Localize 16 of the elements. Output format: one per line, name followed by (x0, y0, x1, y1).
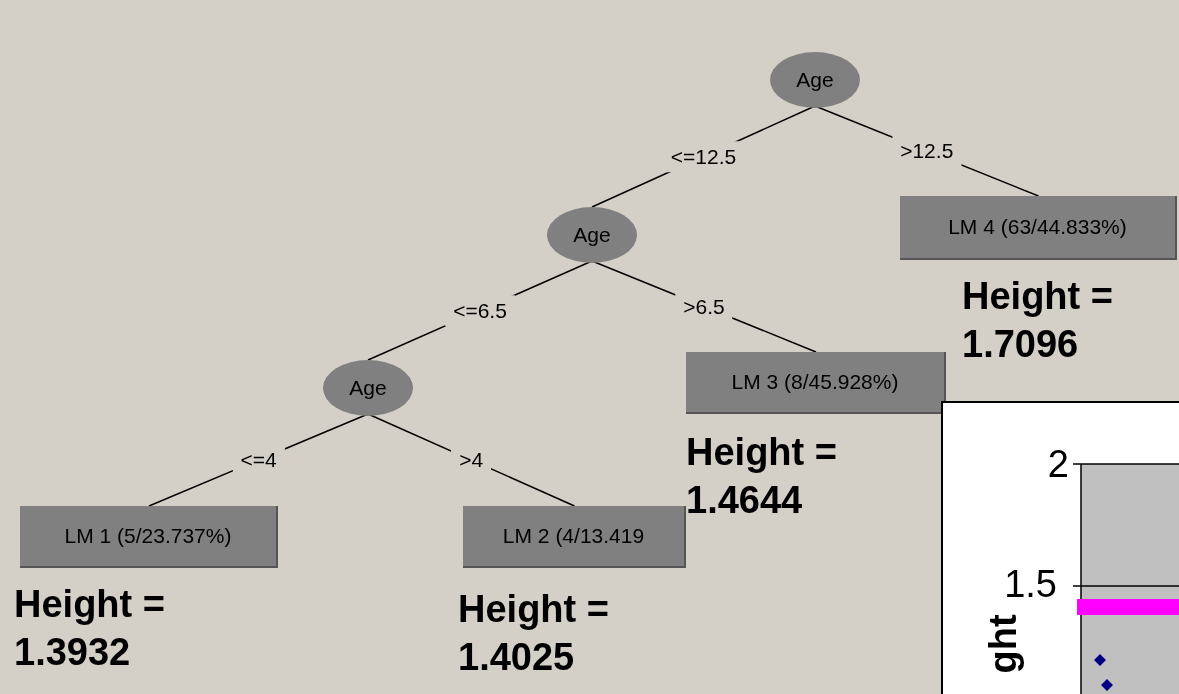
leaf-model-box: LM 3 (8/45.928%) (686, 352, 946, 414)
prediction-text: Height = 1.4025 (458, 587, 610, 680)
prediction-text: Height = 1.7096 (962, 274, 1114, 367)
split-node-ellipse: Age (770, 52, 860, 108)
split-node-ellipse: Age (547, 207, 637, 263)
split-node-ellipse: Age (323, 360, 413, 416)
leaf-model-box: LM 2 (4/13.419 (463, 506, 686, 568)
axis-title: ght (983, 614, 1022, 674)
tick-label: 1.5 (1004, 565, 1057, 603)
edge-label: >12.5 (892, 135, 962, 167)
prediction-text: Height = 1.4644 (686, 430, 838, 523)
leaf-model-box: LM 4 (63/44.833%) (900, 196, 1177, 260)
prediction-text: Height = 1.3932 (14, 582, 166, 675)
leaf-model-box: LM 1 (5/23.737%) (20, 506, 278, 568)
edge-label: <=6.5 (445, 294, 515, 327)
tick-label: 2 (1047, 445, 1069, 483)
